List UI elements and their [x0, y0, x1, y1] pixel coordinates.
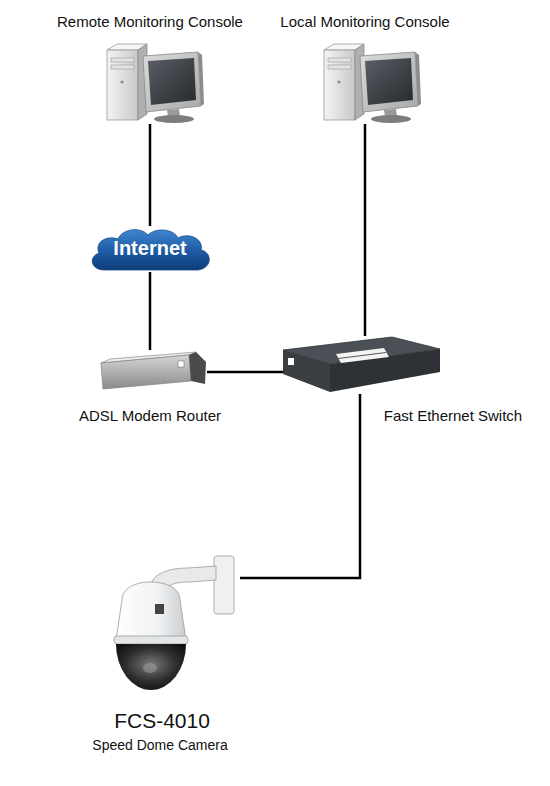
camera-dome — [116, 644, 186, 690]
router-body — [101, 355, 191, 389]
remote-computer-icon — [107, 44, 204, 123]
camera-housing — [116, 582, 186, 640]
port-divider — [338, 353, 386, 359]
housing-ring — [114, 636, 188, 644]
local-computer-icon — [324, 44, 421, 123]
router-node: ADSL Modem Router — [100, 350, 207, 392]
camera-logo — [155, 604, 164, 614]
router-cap — [189, 352, 206, 384]
cloud-node: Internet — [88, 226, 212, 272]
device-label: FCS-4010 — [22, 709, 302, 733]
wall-plate — [214, 556, 234, 614]
network-cable — [207, 371, 283, 374]
switch-ports — [336, 348, 389, 363]
computer-node: Local Monitoring Console — [322, 42, 419, 124]
camera-lens — [143, 663, 157, 673]
network-cable — [364, 124, 367, 336]
camera-node: FCS-4010Speed Dome Camera — [100, 555, 240, 695]
device-label: Speed Dome Camera — [20, 737, 300, 753]
device-label: Local Monitoring Console — [225, 13, 505, 30]
router-icon — [101, 352, 206, 389]
network-cable — [240, 394, 360, 578]
cloud-label: Internet — [10, 237, 290, 260]
device-label: ADSL Modem Router — [10, 407, 290, 424]
switch-front-edge — [330, 349, 440, 392]
switch-icon — [283, 337, 440, 392]
device-label: Remote Monitoring Console — [10, 13, 290, 30]
network-cable — [149, 272, 152, 350]
camera-icon — [114, 556, 234, 690]
router-logo — [178, 361, 184, 367]
device-label: Fast Ethernet Switch — [313, 407, 550, 424]
switch-logo — [288, 358, 294, 365]
switch-top — [283, 337, 440, 364]
switch-node: Fast Ethernet Switch — [283, 336, 441, 394]
network-cable — [149, 124, 152, 226]
computer-node: Remote Monitoring Console — [105, 42, 202, 124]
